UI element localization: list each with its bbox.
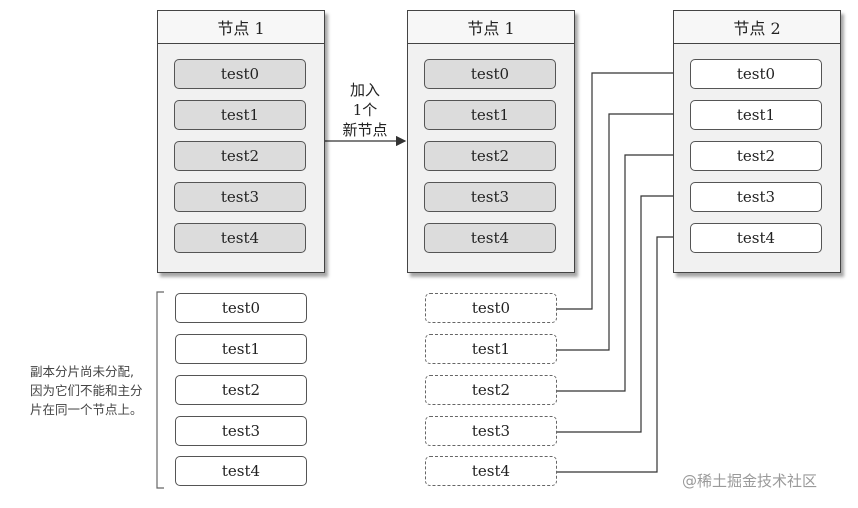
moving-replica: test3 bbox=[425, 416, 557, 446]
watermark: @稀土掘金技术社区 bbox=[682, 472, 818, 490]
moving-replica: test1 bbox=[425, 334, 557, 364]
unassigned-bracket bbox=[156, 291, 164, 489]
unassigned-replica: test2 bbox=[175, 375, 307, 405]
primary-shard: test1 bbox=[424, 100, 556, 130]
move-line-test0 bbox=[557, 68, 688, 310]
unassigned-replica: test4 bbox=[175, 456, 307, 486]
replica-shard: test3 bbox=[690, 182, 822, 212]
primary-shard: test1 bbox=[174, 100, 306, 130]
primary-shard: test4 bbox=[174, 223, 306, 253]
moving-replica: test0 bbox=[425, 293, 557, 323]
add-node-label-line: 1个 bbox=[352, 101, 378, 119]
replica-shard: test4 bbox=[690, 223, 822, 253]
move-line-test3 bbox=[557, 191, 688, 433]
unassigned-replica: test3 bbox=[175, 416, 307, 446]
replica-shard: test2 bbox=[690, 141, 822, 171]
move-line-test4 bbox=[557, 232, 688, 473]
node-right: 节点 2 test0 test1 test2 test3 test4 bbox=[673, 10, 841, 273]
replica-shard: test0 bbox=[690, 59, 822, 89]
node-left: 节点 1 test0 test1 test2 test3 test4 bbox=[157, 10, 325, 273]
primary-shard: test3 bbox=[424, 182, 556, 212]
note-line: 片在同一个节点上。 bbox=[30, 402, 143, 417]
add-node-label-line: 加入 bbox=[349, 81, 380, 99]
moving-replica: test2 bbox=[425, 375, 557, 405]
move-line-test2 bbox=[557, 150, 688, 392]
move-line-test1 bbox=[557, 109, 688, 351]
node-middle: 节点 1 test0 test1 test2 test3 test4 bbox=[407, 10, 575, 273]
add-node-label-line: 新节点 bbox=[342, 121, 388, 139]
unassigned-note: 副本分片尚未分配, 因为它们不能和主分 片在同一个节点上。 bbox=[30, 362, 155, 419]
primary-shard: test0 bbox=[424, 59, 556, 89]
note-line: 因为它们不能和主分 bbox=[30, 383, 143, 398]
unassigned-replica: test1 bbox=[175, 334, 307, 364]
primary-shard: test4 bbox=[424, 223, 556, 253]
node-middle-title: 节点 1 bbox=[408, 11, 574, 44]
primary-shard: test2 bbox=[424, 141, 556, 171]
unassigned-replica: test0 bbox=[175, 293, 307, 323]
note-line: 副本分片尚未分配, bbox=[30, 364, 134, 379]
node-right-title: 节点 2 bbox=[674, 11, 840, 44]
primary-shard: test2 bbox=[174, 141, 306, 171]
primary-shard: test3 bbox=[174, 182, 306, 212]
replica-shard: test1 bbox=[690, 100, 822, 130]
node-left-title: 节点 1 bbox=[158, 11, 324, 44]
add-node-label: 加入 1个 新节点 bbox=[332, 80, 398, 140]
moving-replica: test4 bbox=[425, 456, 557, 486]
primary-shard: test0 bbox=[174, 59, 306, 89]
